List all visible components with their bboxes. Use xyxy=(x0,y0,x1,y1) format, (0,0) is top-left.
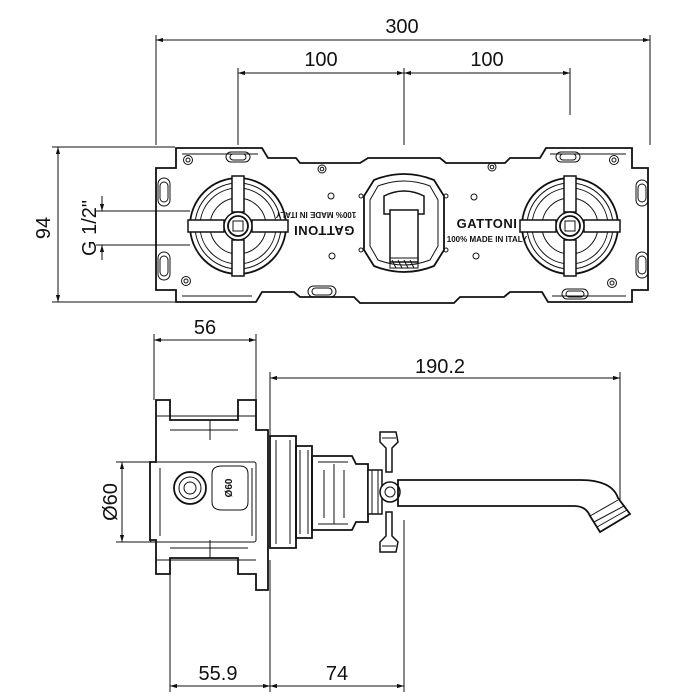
mount-slot xyxy=(157,177,171,207)
center-spout-connector xyxy=(363,173,445,273)
made-in-italy-right: 100% MADE IN ITALY xyxy=(447,235,528,244)
side-dimensions: 56 190.2 Ø60 55.9 74 xyxy=(100,317,621,692)
inlet-circle xyxy=(173,471,207,505)
brand-markings: GATTONI 100% MADE IN ITALY GATTONI 100% … xyxy=(275,210,528,244)
dim-label-74: 74 xyxy=(326,663,348,685)
side-view-flange xyxy=(269,435,313,549)
dim-label-100-left: 100 xyxy=(304,49,337,71)
side-view-valve-body xyxy=(311,455,401,531)
top-dimensions: 300 100 100 xyxy=(155,16,651,145)
side-view-housing: Ø60 xyxy=(149,399,269,591)
brand-label-left: GATTONI xyxy=(294,223,355,238)
left-cross-handle xyxy=(187,175,289,277)
mount-slot xyxy=(225,151,251,163)
dim-label-diameter: Ø60 xyxy=(100,483,122,521)
dim-label-300: 300 xyxy=(385,16,418,38)
dim-label-55-9: 55.9 xyxy=(199,663,238,685)
mount-slot xyxy=(307,285,337,298)
side-view-cross-handle xyxy=(379,431,399,553)
circle-diameter-label: Ø60 xyxy=(224,478,235,497)
mount-slot xyxy=(635,251,649,279)
mount-slot xyxy=(555,151,581,163)
dim-label-100-right: 100 xyxy=(470,49,503,71)
mount-slot xyxy=(561,288,589,300)
left-dimensions: 94 G 1/2" xyxy=(33,146,190,303)
made-in-italy-left: 100% MADE IN ITALY xyxy=(275,210,356,219)
dim-label-94: 94 xyxy=(33,217,55,239)
dim-label-56: 56 xyxy=(194,317,216,339)
brand-label-right: GATTONI xyxy=(457,216,518,231)
mount-slot xyxy=(157,251,171,281)
dim-label-190: 190.2 xyxy=(415,356,465,378)
dim-label-thread: G 1/2" xyxy=(79,200,101,256)
right-cross-handle xyxy=(519,175,621,277)
mounting-plate xyxy=(155,147,649,304)
side-view-spout xyxy=(397,479,632,534)
mount-slot xyxy=(635,179,649,207)
